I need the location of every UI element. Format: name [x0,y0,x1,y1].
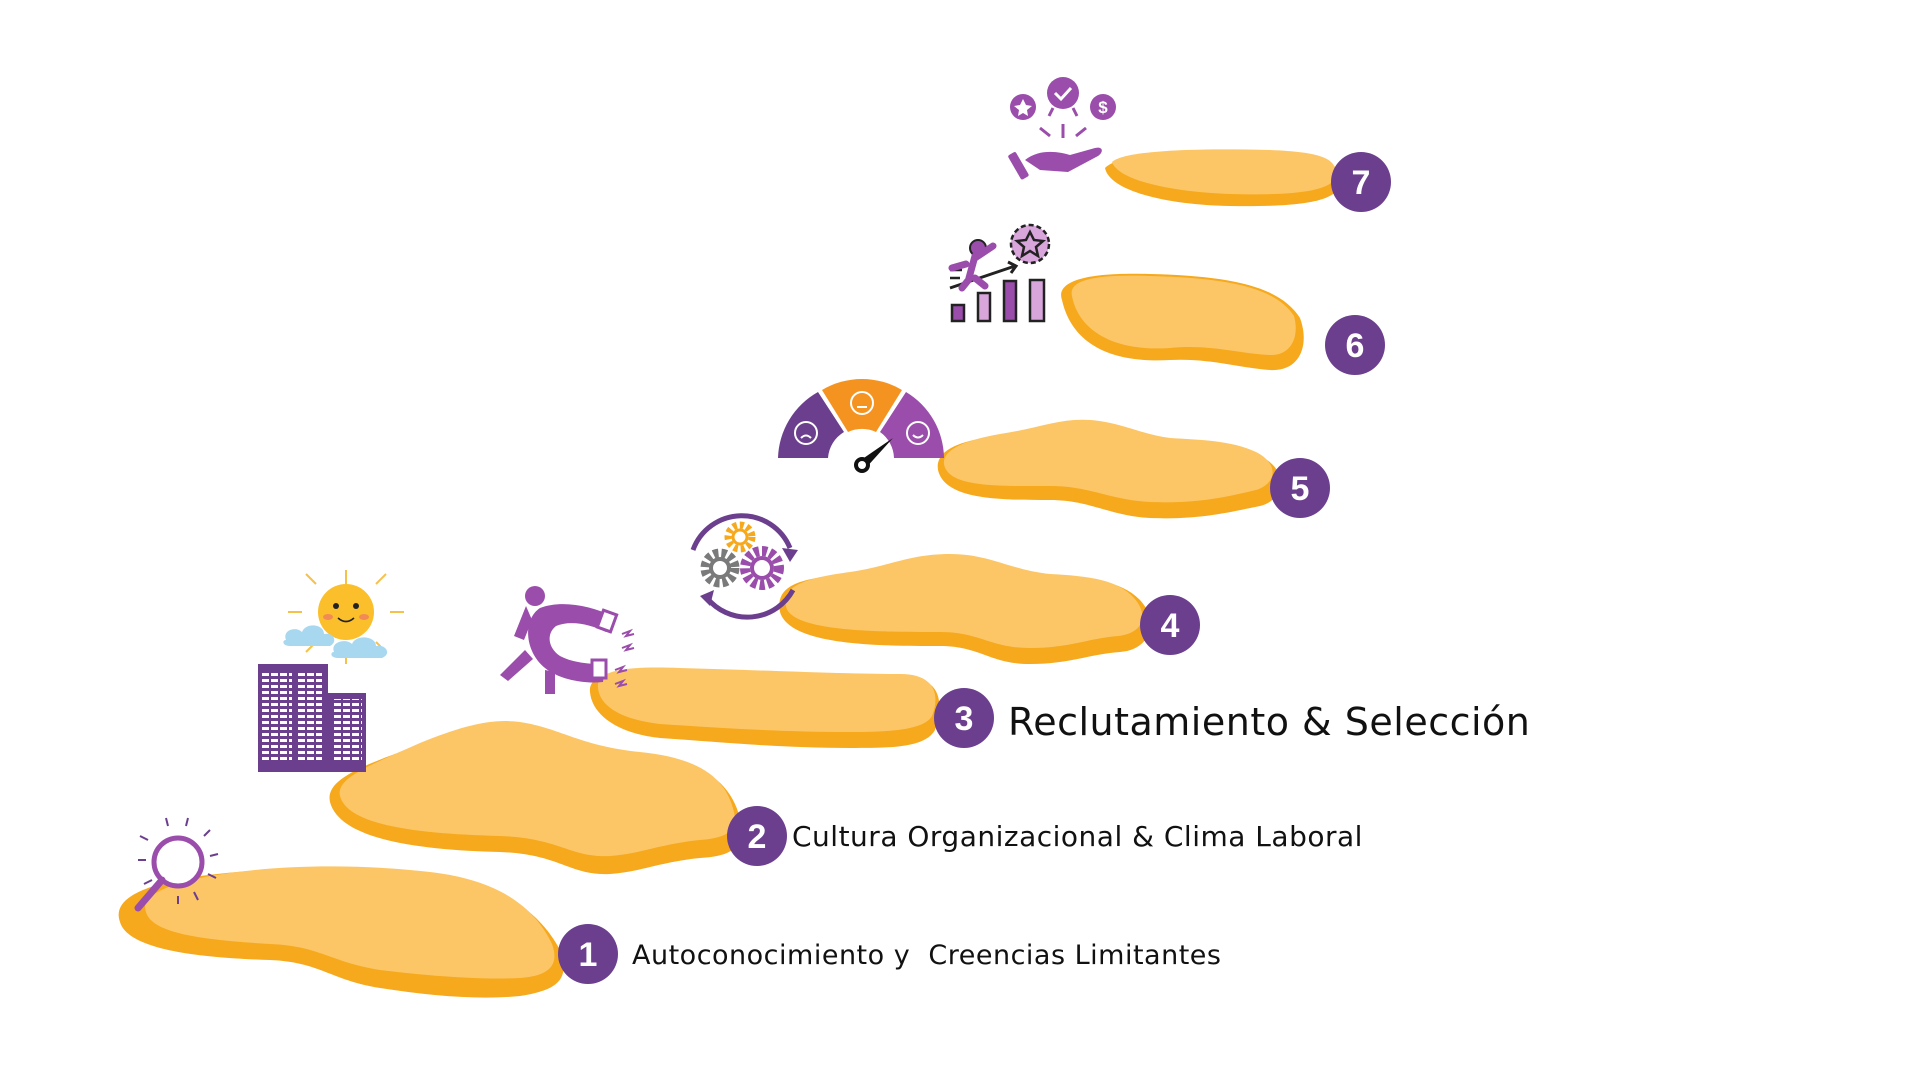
step-number-5: 5 [1291,470,1310,508]
step-number-6: 6 [1346,327,1365,365]
step-1: 1 [118,817,618,998]
step-2: 2 [258,570,787,875]
growth-chart-icon [948,223,1051,323]
step-number-4: 4 [1161,607,1180,645]
step-7: 7 $ [1008,77,1391,212]
rewards-hand-icon: $ [1008,77,1116,180]
step-label-1: Autoconocimiento y Creencias Limitantes [632,940,1222,971]
step-badge-2[interactable] [727,806,787,866]
step-badge-5[interactable] [1270,458,1330,518]
step-label-3: Reclutamiento & Selección [1008,700,1531,744]
step-6: 6 [948,223,1385,375]
gears-cycle-icon [690,513,798,620]
satisfaction-gauge-icon [778,378,944,473]
svg-text:$: $ [1098,98,1108,117]
step-number-1: 1 [579,936,598,974]
building-sun-icon [258,570,404,772]
step-label-2: Cultura Organizacional & Clima Laboral [792,820,1363,853]
step-badge-6[interactable] [1325,315,1385,375]
step-4: 4 [690,513,1200,664]
step-number-3: 3 [955,700,974,738]
step-badge-3[interactable] [934,688,994,748]
step-badge-4[interactable] [1140,595,1200,655]
person-magnet-icon [500,586,635,694]
step-5: 5 [778,378,1330,519]
step-number-2: 2 [748,818,767,856]
step-badge-1[interactable] [558,924,618,984]
step-number-7: 7 [1352,164,1371,202]
magnifying-glass-icon [134,817,219,912]
step-badge-7[interactable] [1331,152,1391,212]
step-3: 3 [500,586,994,748]
